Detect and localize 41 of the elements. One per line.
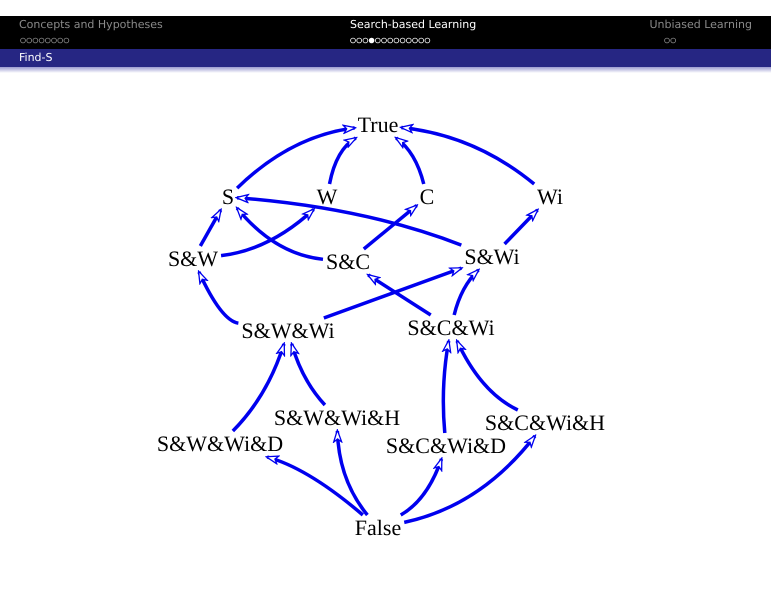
- arrow: [455, 339, 519, 412]
- arrow: [232, 342, 286, 432]
- arrow: [442, 339, 452, 434]
- arrow: [290, 342, 326, 406]
- arrow: [366, 274, 432, 316]
- hypothesis-label: S&W&Wi: [241, 319, 335, 343]
- hypothesis-label: S&W: [168, 247, 218, 271]
- section-heading: Search-based Learning: [350, 18, 476, 31]
- arrow: [328, 136, 358, 184]
- hypothesis-label: C: [420, 185, 434, 209]
- hypothesis-label: S&C: [326, 250, 370, 274]
- arrow: [235, 194, 462, 247]
- hypothesis-label: False: [354, 516, 402, 540]
- hypothesis-label: Wi: [537, 185, 563, 209]
- arrow: [404, 434, 536, 524]
- arrow: [197, 270, 239, 325]
- hypothesis-label: S&W&Wi&D: [156, 432, 284, 456]
- arrow: [236, 124, 356, 190]
- hypothesis-label: S&C&Wi&D: [386, 434, 506, 458]
- hypothesis-label: S: [222, 185, 234, 209]
- arrow: [266, 455, 364, 516]
- frame-title: Find-S: [19, 51, 52, 64]
- arrow: [323, 266, 463, 320]
- section-heading: Unbiased Learning: [649, 18, 752, 31]
- hypothesis-label: S&C&Wi&H: [484, 411, 606, 435]
- arrow: [452, 268, 480, 316]
- arrow: [333, 429, 369, 516]
- arrow: [394, 136, 426, 184]
- arrow: [400, 457, 444, 516]
- arrow: [503, 208, 539, 246]
- hypothesis-label: S&C&Wi: [407, 316, 495, 340]
- arrow: [220, 208, 316, 258]
- hypothesis-label: S&W&Wi&H: [274, 406, 400, 430]
- hypothesis-label: True: [358, 113, 398, 137]
- section-heading: Concepts and Hypotheses: [19, 18, 163, 31]
- arrow: [198, 208, 222, 247]
- arrow: [400, 124, 536, 186]
- arrow: [362, 204, 418, 250]
- arrow: [236, 206, 324, 262]
- hypothesis-label: W: [316, 185, 338, 209]
- hypothesis-label: S&Wi: [464, 245, 520, 269]
